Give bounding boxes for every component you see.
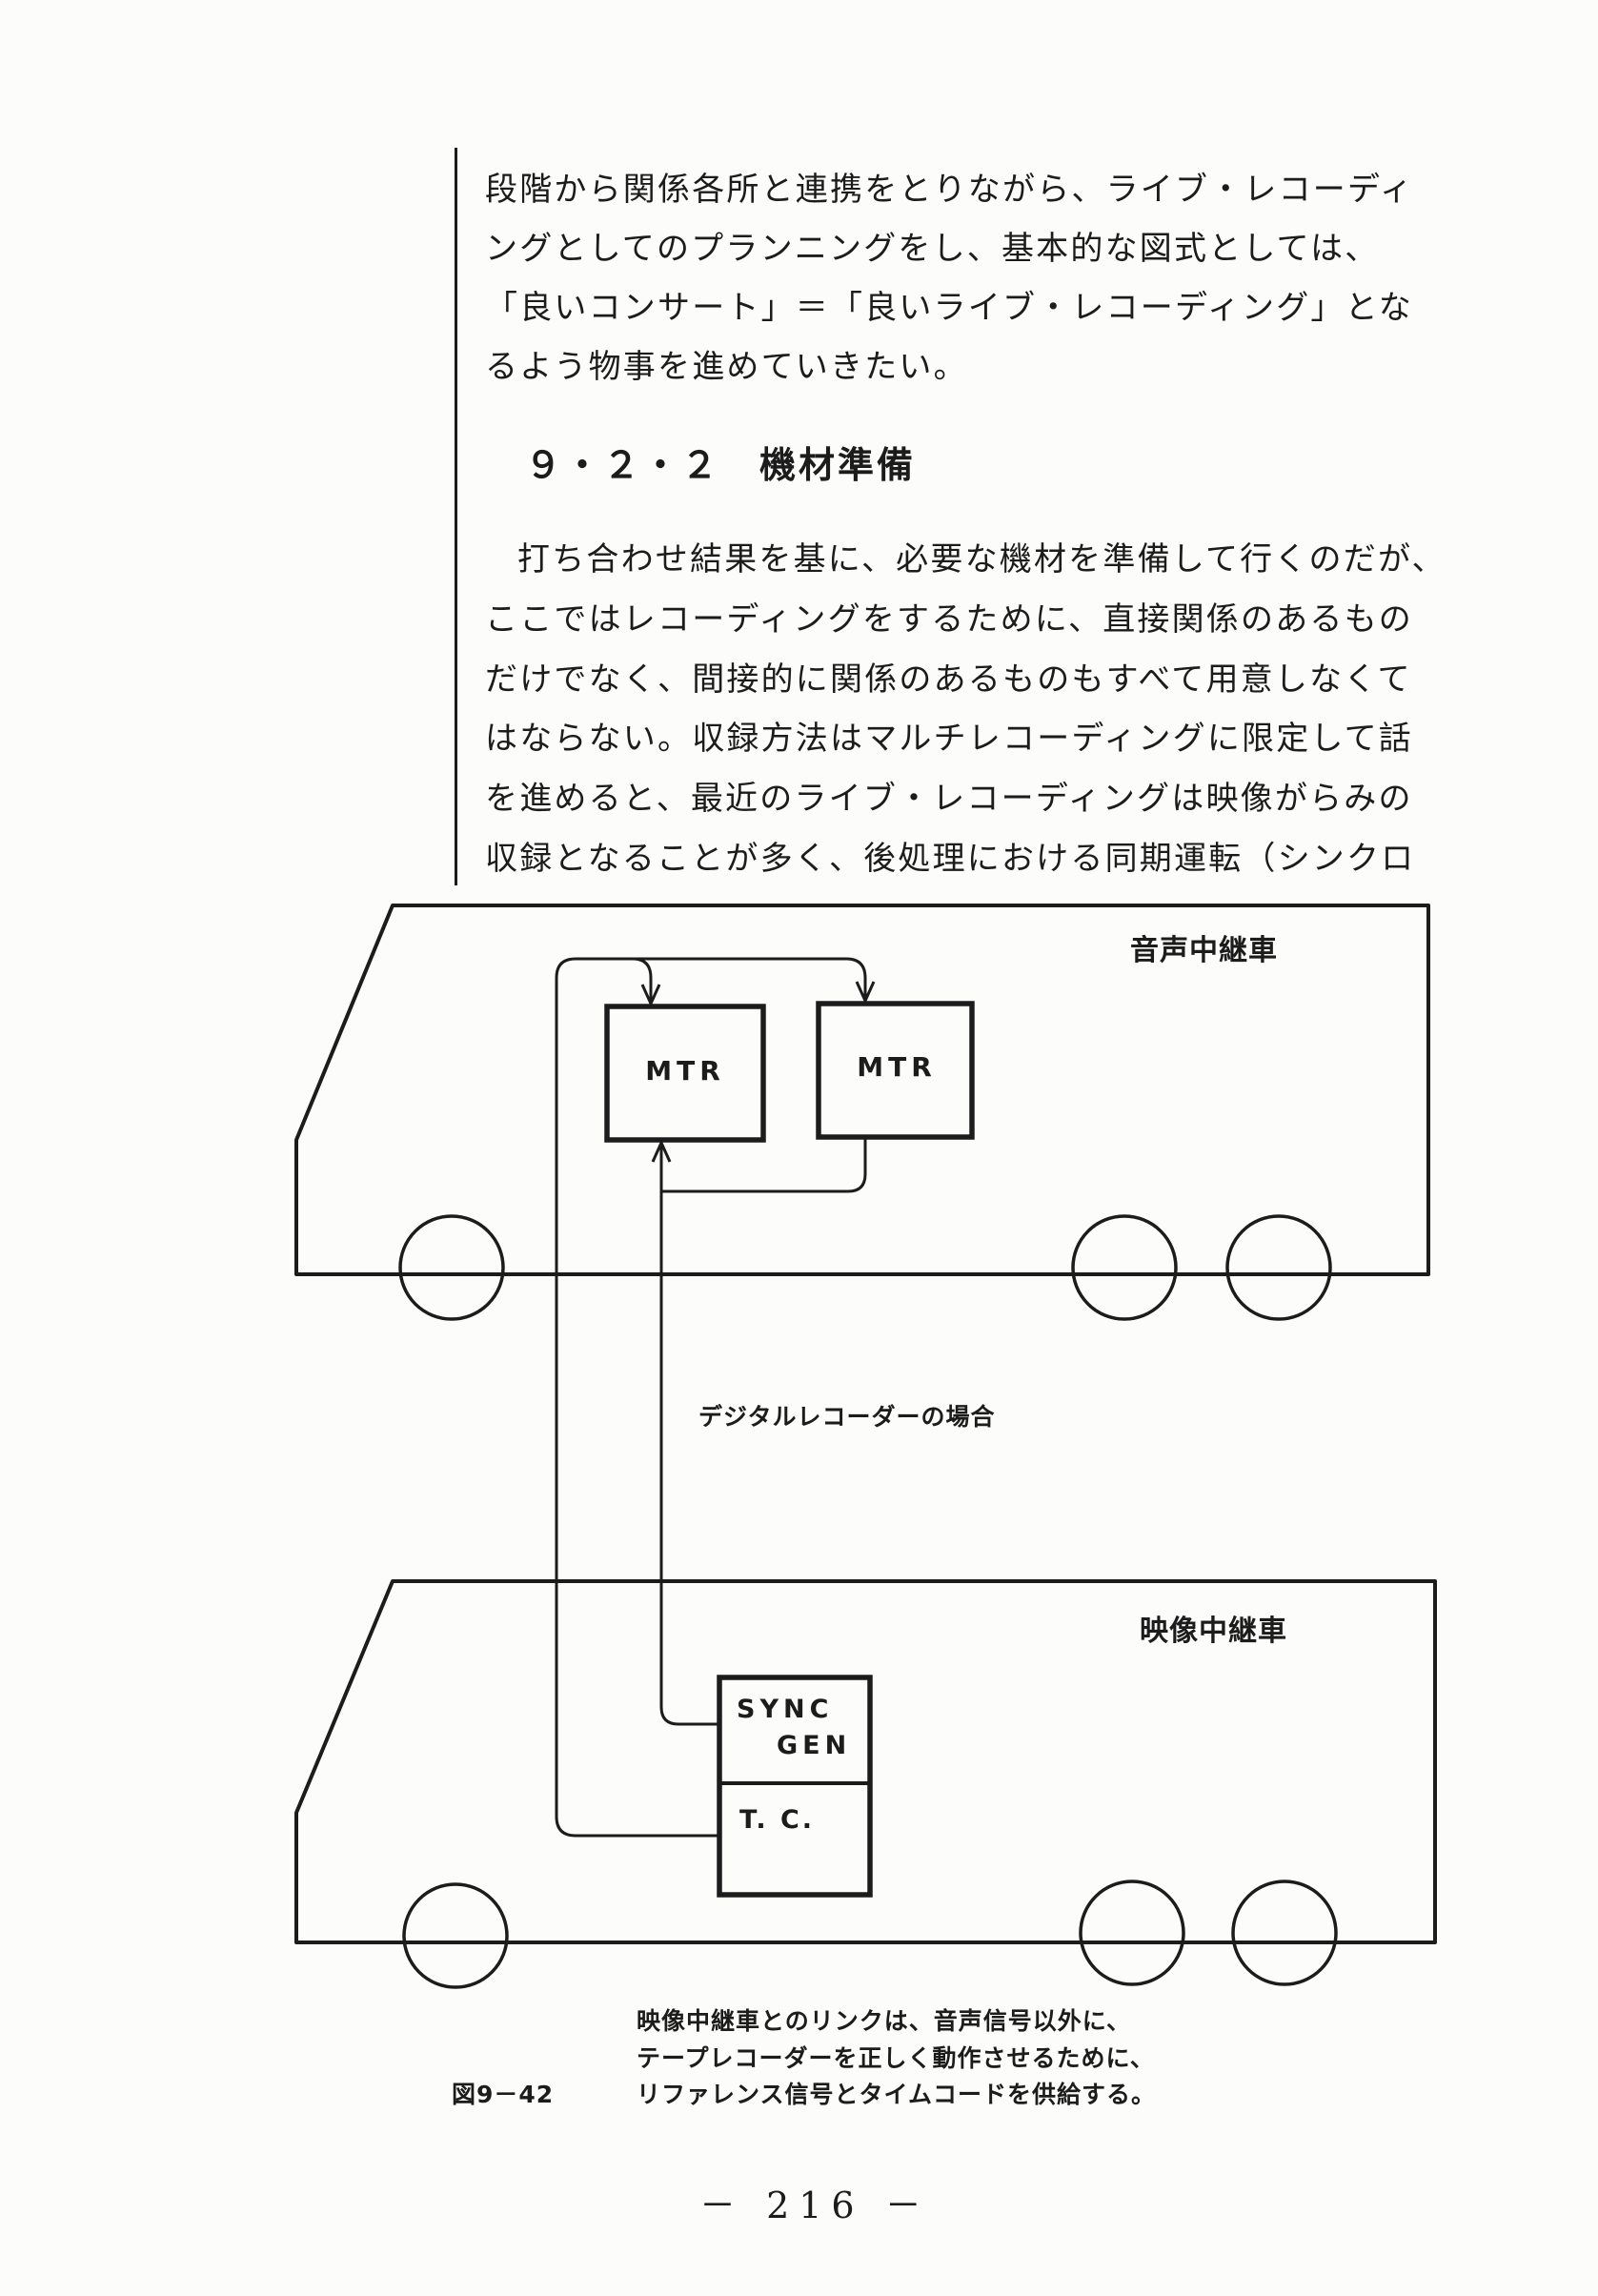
intro-line: ングとしてのプランニングをし、基本的な図式としては、 — [485, 230, 1380, 268]
sync-reference-line — [651, 1141, 721, 1726]
sync-gen-label-line1: SYNC — [737, 1695, 833, 1724]
audio-truck-label: 音声中継車 — [1130, 934, 1278, 967]
timecode-branch-line — [631, 957, 661, 1006]
intro-line: 段階から関係各所と連携をとりながら、ライブ・レコーディ — [485, 171, 1415, 209]
video-truck-front-wheel — [402, 1882, 509, 1989]
caption-line: テープレコーダーを正しく動作させるために、 — [637, 2044, 1155, 2072]
audio-truck-rear-wheel-2 — [1225, 1214, 1332, 1321]
mtr-2-label: MTR — [857, 1051, 937, 1083]
caption-line: リファレンス信号とタイムコードを供給する。 — [637, 2081, 1157, 2108]
mtr-2-box — [816, 1001, 975, 1140]
caption-line: 映像中継車とのリンクは、音声信号以外に、 — [637, 2007, 1132, 2035]
section-line: 収録となることが多く、後処理における同期運転（シンクロ — [485, 840, 1416, 878]
section-line: 打ち合わせ結果を基に、必要な機材を準備して行くのだが、 — [517, 540, 1446, 579]
section-line: だけでなく、間接的に関係のあるものもすべて用意しなくて — [485, 660, 1412, 699]
mtr-2-sync-line — [659, 1136, 867, 1193]
mtr-1-label: MTR — [645, 1055, 725, 1087]
intro-line: るよう物事を進めていきたい。 — [485, 348, 968, 386]
audio-truck-body — [294, 904, 1430, 1276]
page-number: － 216 － — [699, 2184, 931, 2226]
sync-gen-tc-box — [717, 1675, 873, 1898]
section-line: はならない。収録方法はマルチレコーディングに限定して話 — [485, 720, 1413, 758]
timecode-link-line — [555, 957, 876, 1838]
video-truck-rear-wheel-1 — [1079, 1879, 1185, 1986]
video-relay-truck: 映像中継車 SYNC GEN T. C. — [294, 1579, 1437, 1989]
audio-relay-truck: 音声中継車 MTR MTR — [294, 904, 1430, 1321]
video-truck-label: 映像中継車 — [1140, 1615, 1287, 1648]
audio-truck-rear-wheel-1 — [1071, 1214, 1178, 1321]
section-heading: ９・２・２ 機材準備 — [525, 444, 917, 486]
figure-number: 図9－42 — [452, 2081, 555, 2108]
sync-gen-label-line2: GEN — [777, 1731, 851, 1760]
audio-truck-front-wheel — [398, 1214, 505, 1321]
digital-recorder-note: デジタルレコーダーの場合 — [698, 1403, 996, 1431]
video-truck-body — [294, 1579, 1437, 1944]
timecode-label: T. C. — [739, 1805, 815, 1835]
margin-rule — [455, 148, 457, 885]
mtr-1-box — [604, 1004, 766, 1143]
intro-line: 「良いコンサート」＝「良いライブ・レコーディング」とな — [485, 289, 1413, 327]
video-truck-rear-wheel-2 — [1231, 1879, 1338, 1986]
section-line: ここではレコーディングをするために、直接関係のあるもの — [485, 600, 1413, 639]
section-line: を進めると、最近のライブ・レコーディングは映像がらみの — [485, 780, 1413, 818]
